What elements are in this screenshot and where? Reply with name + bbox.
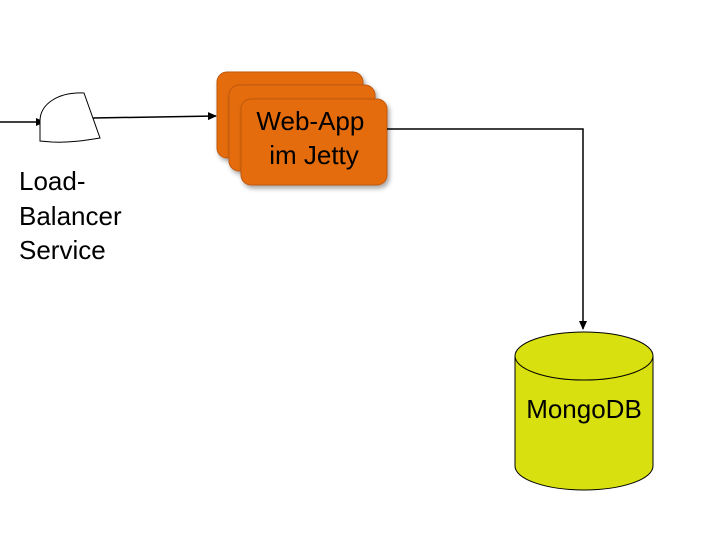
load-balancer-label-line-1: Load- <box>19 166 86 196</box>
load-balancer-label-line-2: Balancer <box>19 201 122 231</box>
web-app-stack: Web-App im Jetty <box>216 71 388 186</box>
web-app-label-line-2: im Jetty <box>269 140 359 170</box>
mongodb-cylinder: MongoDB <box>514 331 654 491</box>
lb-to-webapp-arrow <box>92 112 217 121</box>
load-balancer-shape <box>39 92 101 143</box>
web-app-label-line-1: Web-App <box>256 106 364 136</box>
webapp-to-db-connector <box>387 128 587 330</box>
mongodb-label: MongoDB <box>526 394 642 424</box>
web-app-instance-front <box>240 98 388 186</box>
load-balancer-label-line-3: Service <box>19 235 106 265</box>
mongodb-cylinder-top <box>514 331 654 381</box>
load-balancer-label: Load- Balancer Service <box>19 166 129 265</box>
web-app-label: Web-App im Jetty <box>256 106 371 170</box>
mongodb-cylinder-body <box>514 356 654 491</box>
